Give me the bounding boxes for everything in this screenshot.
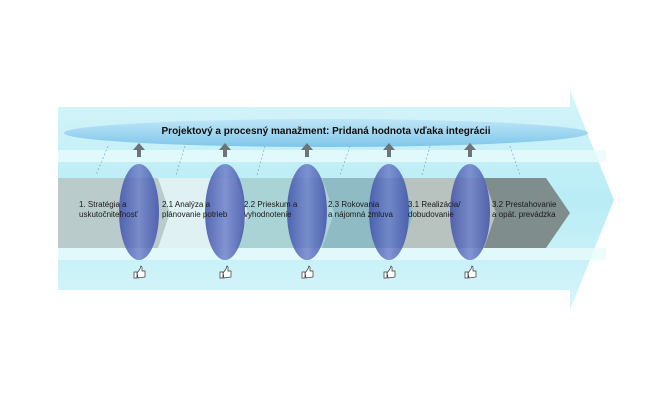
up-arrow-icon <box>464 143 476 157</box>
blue-ovals <box>119 164 490 260</box>
up-arrow-icon <box>301 143 313 157</box>
step-label-4-line2: a nájomná zmluva <box>328 210 393 219</box>
title-ellipse <box>64 119 588 147</box>
step-label-3-line2: vyhodnotenie <box>244 210 292 219</box>
step-label-4: 2.3 Rokovania a nájomná zmluva <box>328 200 393 220</box>
step-label-5-line1: 3.1 Realizácia/ <box>408 200 461 209</box>
step-label-4-line1: 2.3 Rokovania <box>328 200 380 209</box>
diagram-title: Projektový a procesný manažment: Pridaná… <box>161 126 491 137</box>
hand-thumb-icon <box>464 265 477 279</box>
step-chevron-6 <box>484 178 570 248</box>
step-label-6: 3.2 Prestahovanie a opät. prevádzka <box>492 200 557 220</box>
oval-2 <box>205 164 245 260</box>
up-arrows <box>133 143 476 157</box>
up-arrow-icon <box>219 143 231 157</box>
step-label-3: 2.2 Prieskum a vyhodnotenie <box>244 200 297 220</box>
step-label-2-line2: plánovanie potrieb <box>162 210 228 219</box>
step-label-2-line1: 2.1 Analýza a <box>162 200 211 209</box>
hand-thumb-icon <box>301 265 314 279</box>
hand-icons <box>133 265 477 279</box>
step-label-5: 3.1 Realizácia/ dobudovanie <box>408 200 460 220</box>
oval-4 <box>369 164 409 260</box>
connector-lines <box>95 145 521 176</box>
hand-thumb-icon <box>383 265 396 279</box>
up-arrow-icon <box>133 143 145 157</box>
oval-5 <box>450 164 490 260</box>
step-label-1-line2: uskutočniteľnosť <box>79 210 138 219</box>
step-label-6-line1: 3.2 Prestahovanie <box>492 200 557 209</box>
step-label-1: 1. Stratégia a uskutočniteľnosť <box>79 200 138 220</box>
step-label-3-line1: 2.2 Prieskum a <box>244 200 298 209</box>
step-label-5-line2: dobudovanie <box>408 210 454 219</box>
up-arrow-icon <box>383 143 395 157</box>
hand-thumb-icon <box>219 265 232 279</box>
step-label-1-line1: 1. Stratégia a <box>79 200 127 209</box>
hand-thumb-icon <box>133 265 146 279</box>
step-label-6-line2: a opät. prevádzka <box>492 210 556 219</box>
step-label-2: 2.1 Analýza a plánovanie potrieb <box>162 200 227 220</box>
oval-1 <box>119 164 159 260</box>
oval-3 <box>287 164 327 260</box>
